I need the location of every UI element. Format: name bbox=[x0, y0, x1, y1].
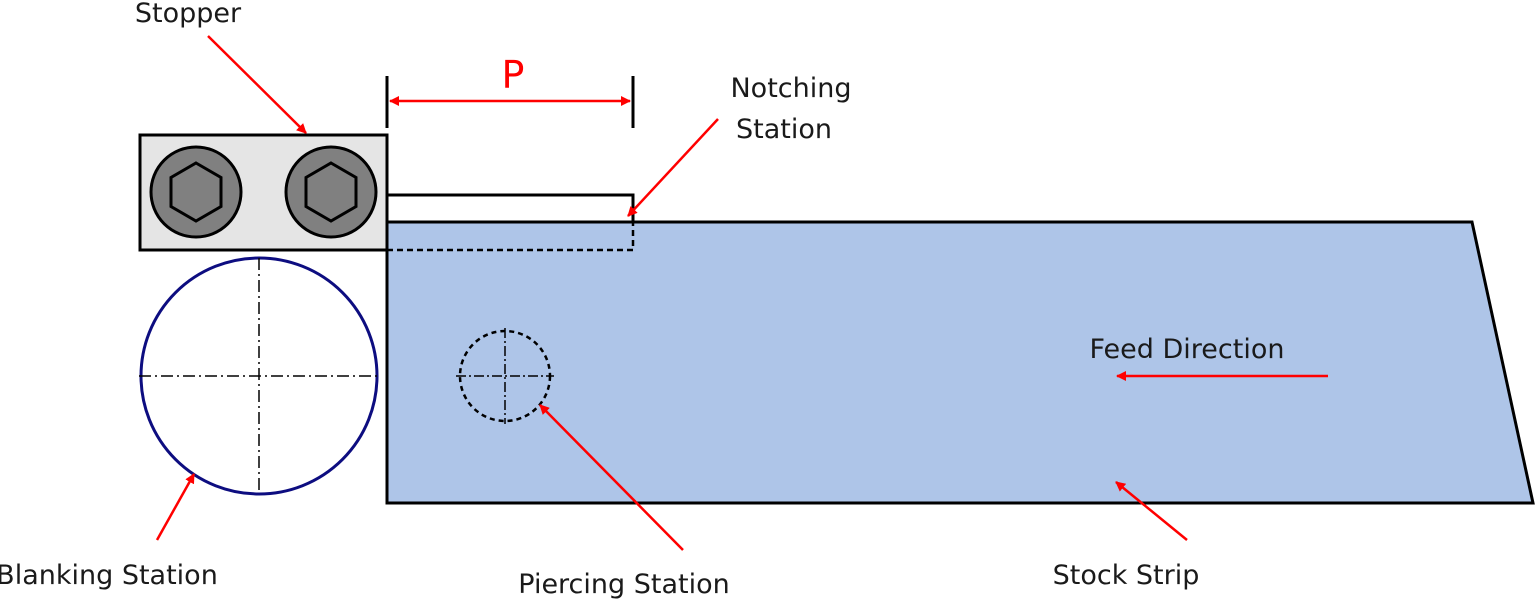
hex-socket-icon bbox=[304, 161, 358, 223]
stopper-arrow bbox=[207, 35, 307, 134]
notch-cut-outline bbox=[387, 222, 635, 252]
piercing-station-label: Piercing Station bbox=[518, 569, 729, 600]
blanking-arrow bbox=[155, 473, 196, 541]
hex-socket-icon bbox=[169, 161, 223, 223]
piercing-arrow bbox=[539, 404, 684, 551]
stock-strip-arrow bbox=[1115, 481, 1188, 541]
notching-arrow bbox=[627, 118, 719, 217]
notching-label-line2: Station bbox=[736, 114, 832, 145]
stock-strip bbox=[385, 220, 1535, 505]
stock-strip-label: Stock Strip bbox=[1053, 560, 1200, 591]
pitch-label: P bbox=[502, 53, 525, 97]
bolt-right bbox=[284, 145, 378, 239]
blanking-station-label: Blanking Station bbox=[0, 560, 218, 591]
stopper-label: Stopper bbox=[135, 0, 242, 29]
notching-label-line1: Notching bbox=[730, 73, 851, 104]
bolt-left bbox=[149, 145, 243, 239]
feed-direction-label: Feed Direction bbox=[1090, 334, 1285, 365]
strip-edge-before-notch bbox=[387, 193, 635, 222]
